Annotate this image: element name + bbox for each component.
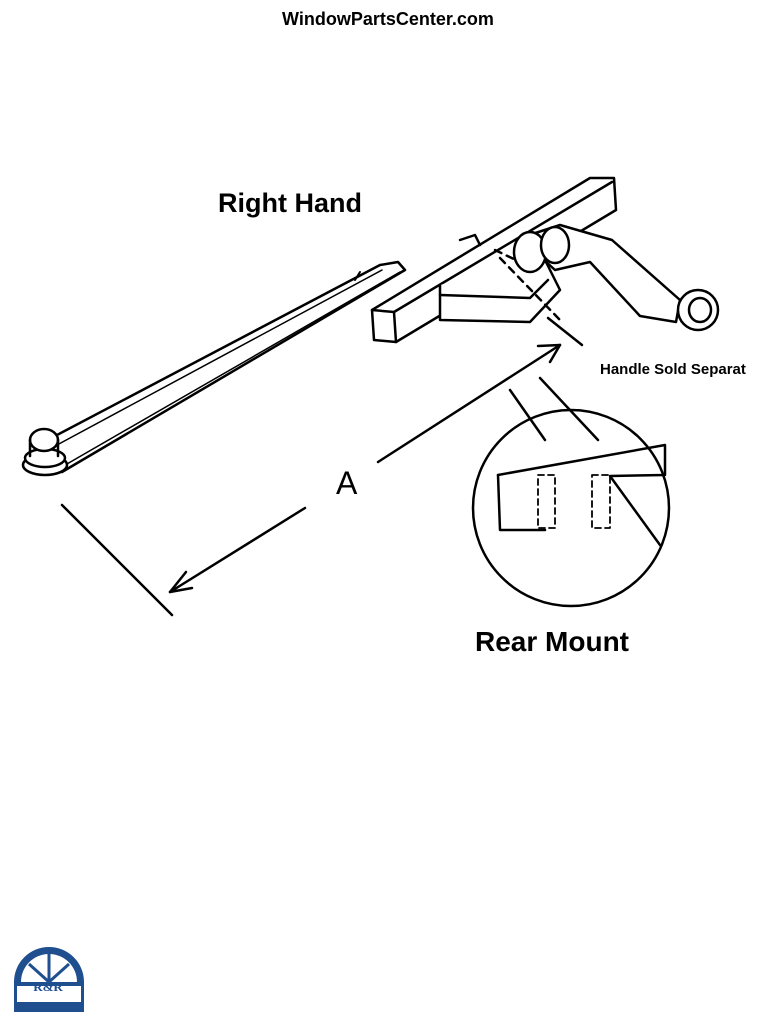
rear-mount-inset <box>471 376 671 608</box>
arm-stud <box>21 427 69 477</box>
dimension-a <box>60 316 584 617</box>
handle-note: Handle Sold Separat <box>600 361 746 378</box>
dimension-a-label: A <box>336 465 358 501</box>
operator-base <box>370 176 618 344</box>
rear-mount-label: Rear Mount <box>475 626 629 657</box>
logo-rr: R&R <box>33 979 63 994</box>
logo-text: R&R Windows & Doors <box>9 980 87 1004</box>
rr-logo <box>14 947 84 1012</box>
right-hand-label: Right Hand <box>218 188 362 218</box>
operator-arm <box>36 260 407 474</box>
crank-handle <box>458 223 720 332</box>
site-title: WindowPartsCenter.com <box>282 9 494 29</box>
logo-subtext: Windows & Doors <box>24 996 72 1002</box>
